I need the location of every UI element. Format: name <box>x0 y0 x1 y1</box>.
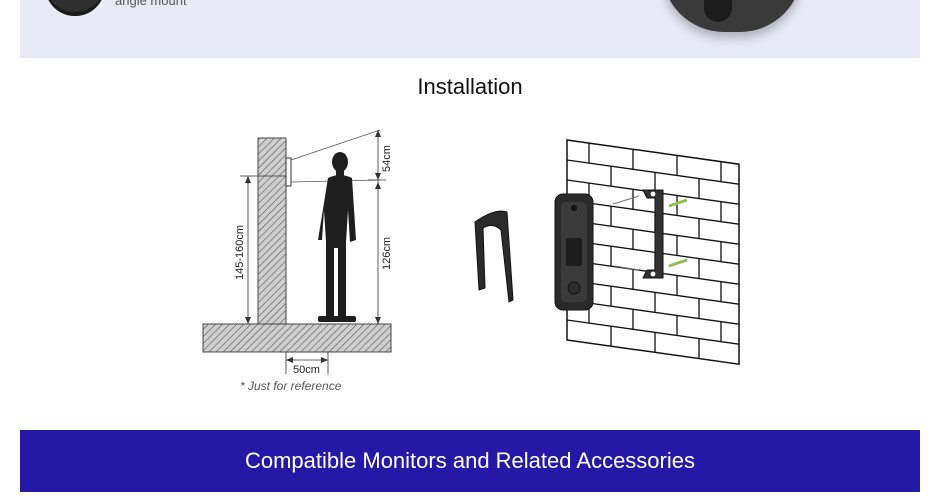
person-silhouette <box>318 152 356 322</box>
wall <box>257 137 287 325</box>
compatible-section-banner: Compatible Monitors and Related Accessor… <box>20 430 920 492</box>
distance-label: 50cm <box>293 364 320 376</box>
reference-note: * Just for reference <box>240 379 342 393</box>
device-lens <box>704 0 732 22</box>
mounting-bracket-diagram <box>474 139 740 366</box>
door-station <box>285 157 292 187</box>
person-height-label: 126cm <box>381 237 393 270</box>
brick-wall <box>566 139 740 366</box>
rain-cover <box>474 210 514 303</box>
mounting-height-diagram: 145-160cm 54cm 126cm 50cm * Just for ref… <box>202 129 393 393</box>
installation-title: Installation <box>417 74 523 99</box>
camera-view-label: 54cm <box>381 145 393 172</box>
mounting-bracket <box>612 189 688 279</box>
floor <box>202 323 392 353</box>
angle-mount-caption: angle mount <box>115 0 187 8</box>
compatible-section-title: Compatible Monitors and Related Accessor… <box>244 448 695 473</box>
height-range-label: 145-160cm <box>234 225 246 280</box>
door-station-unit <box>554 193 594 311</box>
